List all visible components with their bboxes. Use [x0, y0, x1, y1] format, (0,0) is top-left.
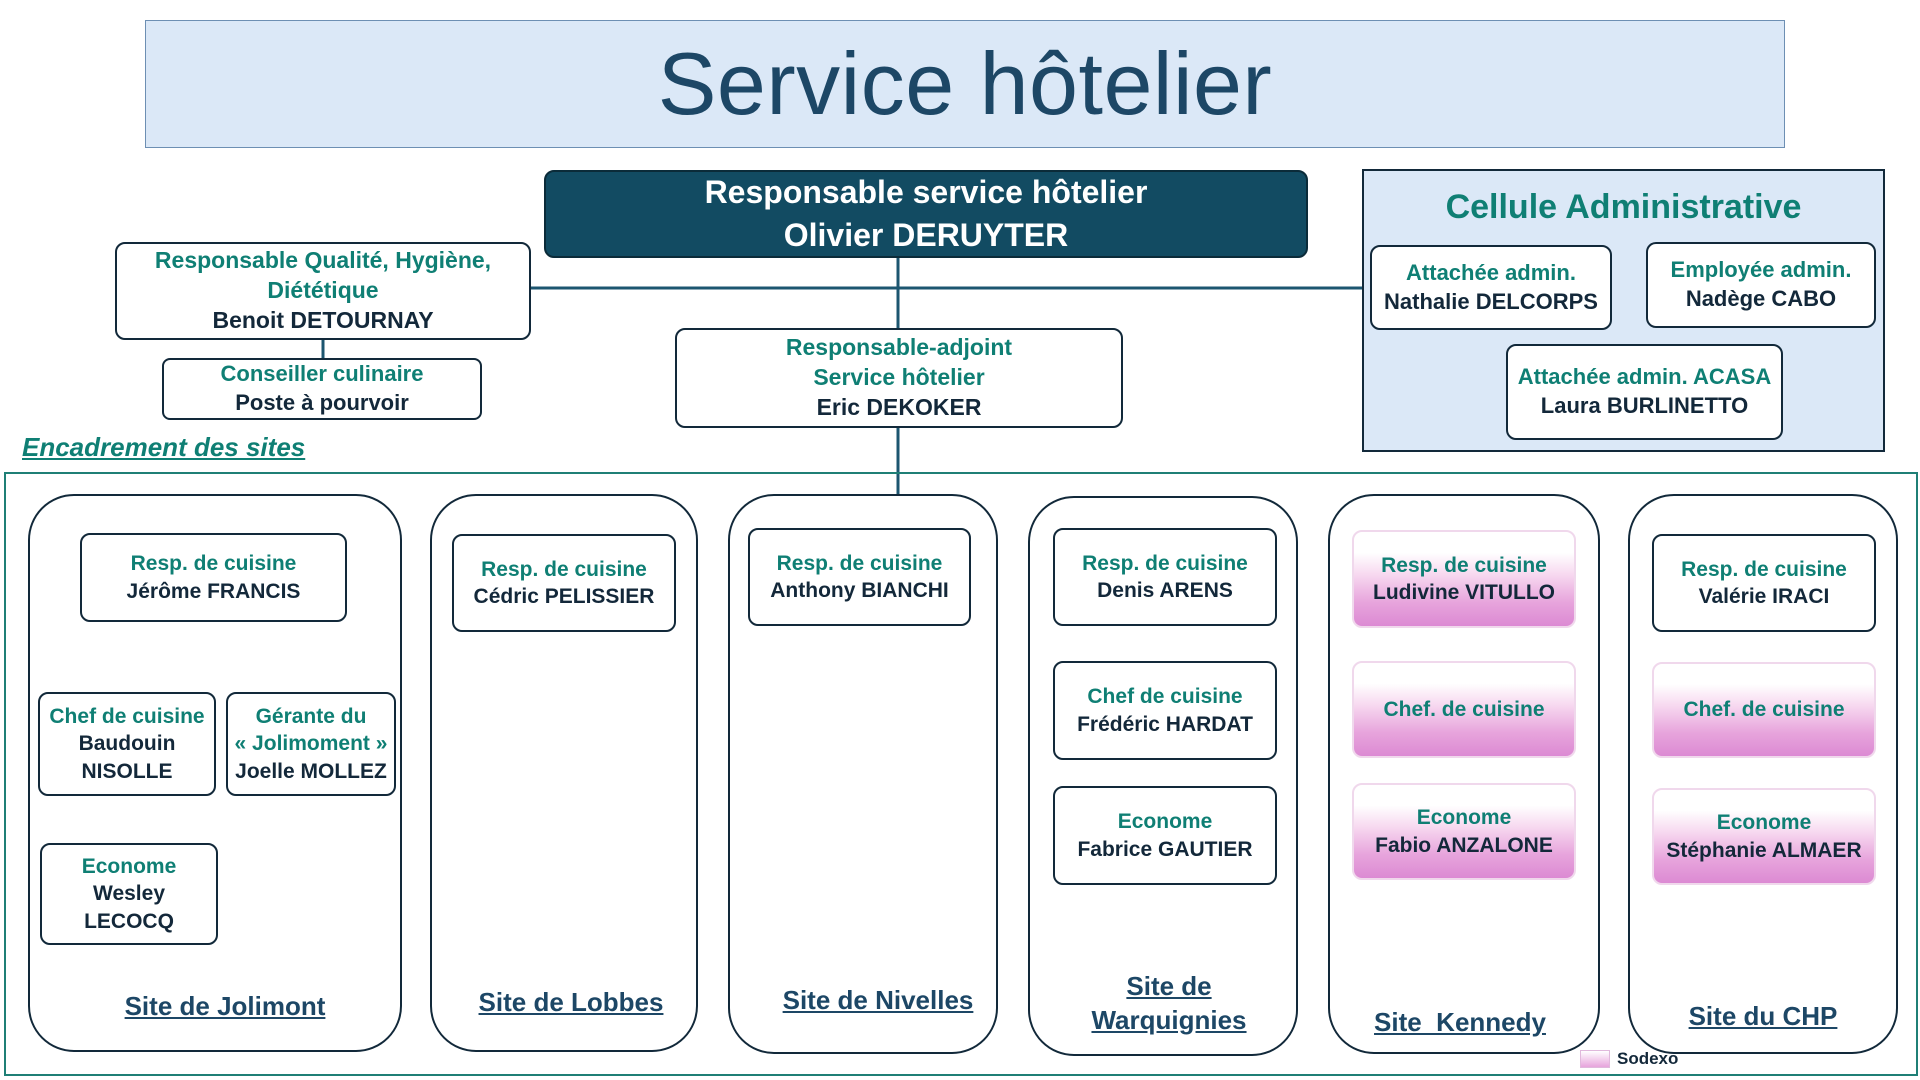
admin-member-2-role: Employée admin.: [1670, 257, 1852, 283]
kennedy-econome-name: Fabio ANZALONE: [1375, 833, 1553, 857]
jolimont-chef-name-line2: NISOLLE: [81, 759, 173, 783]
jolimont-chef-box: Chef de cuisine Baudouin NISOLLE: [38, 692, 216, 796]
jolimont-resp-box: Resp. de cuisine Jérôme FRANCIS: [80, 533, 347, 622]
kennedy-econome-box: Econome Fabio ANZALONE: [1352, 783, 1576, 880]
deputy-role-line1: Responsable-adjoint: [785, 334, 1013, 361]
deputy-role-line2: Service hôtelier: [813, 364, 985, 391]
quality-box: Responsable Qualité, Hygiène, Diététique…: [115, 242, 531, 340]
warq-econome-box: Econome Fabrice GAUTIER: [1053, 786, 1277, 885]
jolimont-chef-role: Chef de cuisine: [49, 705, 205, 729]
chp-econome-name: Stéphanie ALMAER: [1666, 838, 1862, 862]
lobbes-site-label[interactable]: Site de Lobbes: [478, 987, 664, 1017]
jolimont-gerante-name: Joelle MOLLEZ: [235, 759, 387, 783]
culinary-box: Conseiller culinaire Poste à pourvoir: [162, 358, 482, 420]
admin-member-2: Employée admin. Nadège CABO: [1646, 242, 1876, 328]
chp-econome-box: Econome Stéphanie ALMAER: [1652, 788, 1876, 885]
head-box: Responsable service hôtelier Olivier DER…: [544, 170, 1308, 258]
lobbes-resp-name: Cédric PELISSIER: [473, 585, 655, 608]
admin-member-2-name: Nadège CABO: [1685, 286, 1837, 311]
admin-member-1-role: Attachée admin.: [1406, 259, 1576, 285]
kennedy-econome-role: Econome: [1416, 806, 1512, 830]
warq-chef-role: Chef de cuisine: [1087, 685, 1243, 709]
jolimont-econome-name-line1: Wesley: [93, 882, 165, 906]
kennedy-site-label[interactable]: Site Kennedy: [1374, 1007, 1546, 1037]
lobbes-resp-box: Resp. de cuisine Cédric PELISSIER: [452, 534, 676, 632]
kennedy-resp-name: Ludivine VITULLO: [1373, 581, 1555, 604]
chp-site-label[interactable]: Site du CHP: [1688, 1001, 1838, 1031]
nivelles-resp-box: Resp. de cuisine Anthony BIANCHI: [748, 528, 971, 626]
chp-chef-box: Chef. de cuisine: [1652, 662, 1876, 758]
jolimont-econome-role: Econome: [81, 855, 177, 879]
section-label: Encadrement des sites: [22, 432, 306, 462]
chp-resp-role: Resp. de cuisine: [1681, 557, 1847, 581]
deputy-name: Eric DEKOKER: [816, 393, 982, 420]
admin-member-1-name: Nathalie DELCORPS: [1384, 288, 1598, 314]
admin-member-3-name: Laura BURLINETTO: [1540, 393, 1749, 418]
title-banner: Service hôtelier: [145, 20, 1785, 148]
page-title: Service hôtelier: [657, 34, 1273, 133]
jolimont-gerante-role-line1: Gérante du: [255, 705, 367, 729]
warq-site-label-line2[interactable]: Warquignies: [1091, 1004, 1247, 1035]
warq-chef-name: Frédéric HARDAT: [1077, 712, 1253, 736]
jolimont-econome-name-line2: LECOCQ: [84, 909, 174, 933]
sites-frame: [4, 472, 1918, 1076]
kennedy-resp-box: Resp. de cuisine Ludivine VITULLO: [1352, 530, 1576, 628]
legend-sodexo-label: Sodexo: [1617, 1049, 1679, 1068]
chp-econome-role: Econome: [1716, 811, 1812, 835]
admin-member-1: Attachée admin. Nathalie DELCORPS: [1370, 245, 1612, 330]
head-name: Olivier DERUYTER: [783, 217, 1069, 253]
jolimont-gerante-role-line2: « Jolimoment »: [234, 732, 388, 756]
warq-econome-role: Econome: [1117, 810, 1213, 834]
legend-sodexo-swatch: [1580, 1050, 1610, 1068]
quality-name: Benoit DETOURNAY: [212, 306, 434, 333]
admin-member-3-role: Attachée admin. ACASA: [1517, 364, 1772, 390]
lobbes-resp-role: Resp. de cuisine: [481, 557, 647, 581]
jolimont-site-label[interactable]: Site de Jolimont: [124, 991, 326, 1021]
kennedy-resp-role: Resp. de cuisine: [1381, 553, 1547, 577]
chp-resp-box: Resp. de cuisine Valérie IRACI: [1652, 534, 1876, 632]
kennedy-chef-role: Chef. de cuisine: [1383, 697, 1545, 721]
kennedy-chef-box: Chef. de cuisine: [1352, 661, 1576, 758]
quality-role-line2: Diététique: [267, 277, 379, 304]
nivelles-resp-role: Resp. de cuisine: [776, 551, 943, 575]
jolimont-econome-box: Econome Wesley LECOCQ: [40, 843, 218, 945]
jolimont-gerante-box: Gérante du « Jolimoment » Joelle MOLLEZ: [226, 692, 396, 796]
warq-chef-box: Chef de cuisine Frédéric HARDAT: [1053, 661, 1277, 760]
head-role: Responsable service hôtelier: [704, 173, 1148, 210]
jolimont-resp-name: Jérôme FRANCIS: [126, 579, 301, 603]
culinary-role: Conseiller culinaire: [220, 361, 424, 387]
admin-member-3: Attachée admin. ACASA Laura BURLINETTO: [1506, 344, 1783, 440]
chp-resp-name: Valérie IRACI: [1698, 585, 1830, 608]
jolimont-chef-name-line1: Baudouin: [78, 732, 176, 756]
deputy-box: Responsable-adjoint Service hôtelier Eri…: [675, 328, 1123, 428]
warq-site-label[interactable]: Site de Warquignies: [1028, 970, 1310, 1038]
warq-econome-name: Fabrice GAUTIER: [1077, 837, 1253, 861]
warq-site-label-line1[interactable]: Site de: [1126, 971, 1212, 1001]
jolimont-resp-role: Resp. de cuisine: [130, 552, 297, 576]
nivelles-resp-name: Anthony BIANCHI: [770, 579, 949, 602]
warq-resp-box: Resp. de cuisine Denis ARENS: [1053, 528, 1277, 626]
admin-title: Cellule Administrative: [1445, 188, 1802, 226]
chp-chef-role: Chef. de cuisine: [1683, 698, 1845, 722]
warq-resp-name: Denis ARENS: [1097, 579, 1233, 602]
warq-resp-role: Resp. de cuisine: [1082, 551, 1248, 575]
culinary-name: Poste à pourvoir: [235, 390, 409, 415]
nivelles-site-label[interactable]: Site de Nivelles: [782, 985, 974, 1015]
quality-role-line1: Responsable Qualité, Hygiène,: [154, 247, 492, 274]
